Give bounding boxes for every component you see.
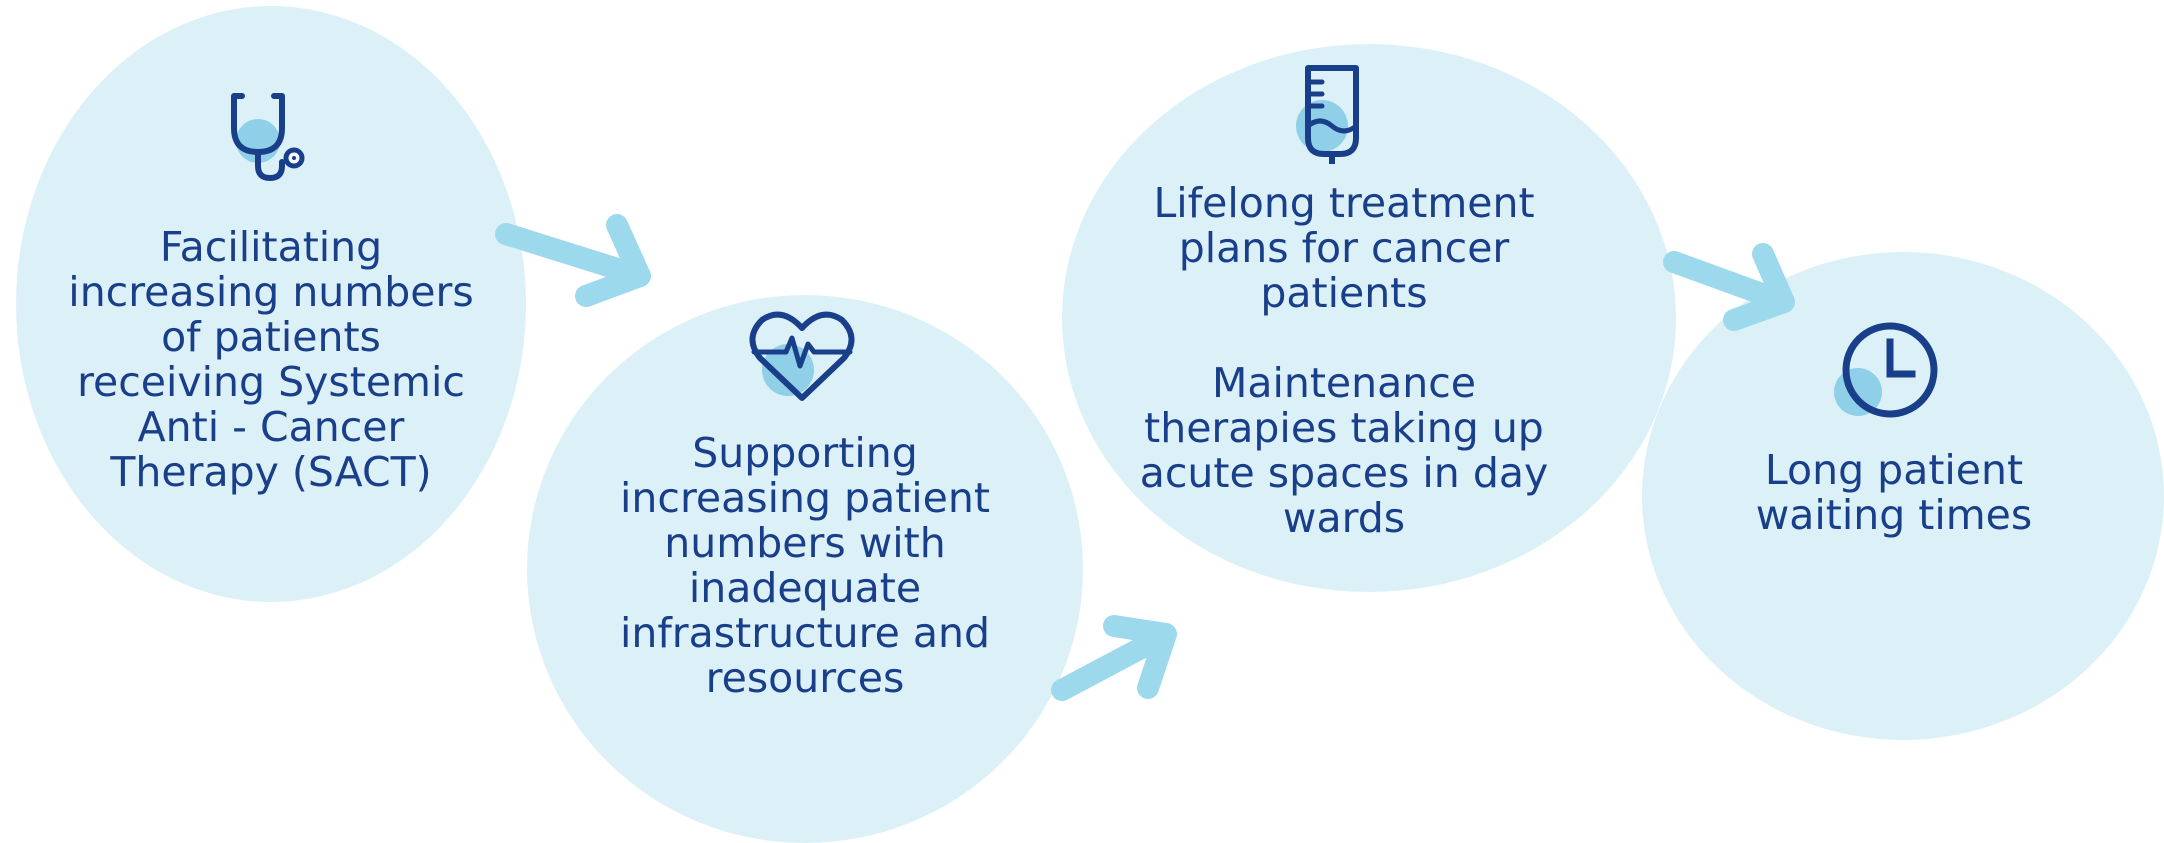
arrow-3-to-4 <box>1663 243 1795 331</box>
step-2-label: Supporting increasing patient numbers wi… <box>619 429 991 702</box>
step-3-label: Lifelong treatment plans for cancer pati… <box>1139 179 1549 542</box>
heart-pulse-icon <box>749 311 855 401</box>
stethoscope-icon <box>231 93 305 182</box>
clock-icon <box>1834 322 1938 418</box>
step-1-label: Facilitating increasing numbers of patie… <box>68 223 474 496</box>
step-1-circle <box>16 6 526 602</box>
arrow-1-to-2 <box>495 214 651 307</box>
step-3-circle <box>1062 44 1676 592</box>
step-4-circle <box>1642 252 2164 740</box>
arrow-2-to-3 <box>1051 615 1177 701</box>
iv-bag-icon <box>1296 65 1359 164</box>
step-4-label: Long patient waiting times <box>1755 446 2033 539</box>
